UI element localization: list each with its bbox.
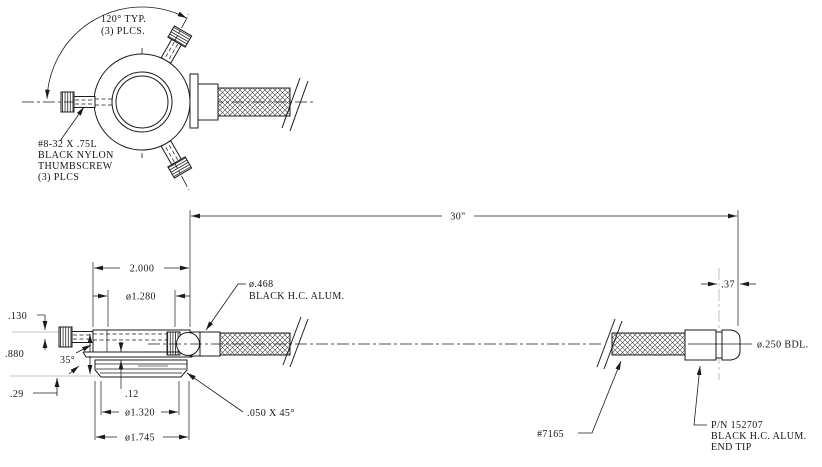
- dim-boss-width: 2.000: [130, 264, 155, 275]
- chamfer-note: .050 X 45°: [247, 408, 295, 419]
- tip-note-line1: P/N 152707: [711, 420, 763, 431]
- top-view: 120° TYP. (3) PLCS. #8-32 X .75L BLACK N…: [22, 6, 315, 191]
- chamfer-leader: [186, 372, 244, 413]
- boss-body: [197, 83, 219, 121]
- dim-dia-1320: ø1.320: [125, 408, 155, 419]
- thumbscrew-note-line2: BLACK NYLON: [38, 150, 114, 161]
- angle-leader: [75, 344, 92, 354]
- dim-dia-1745: ø1.745: [125, 433, 155, 444]
- break-line: [289, 80, 309, 132]
- break-line: [596, 318, 616, 368]
- tip-note-line3: END TIP: [711, 442, 752, 453]
- thumbscrew-note-line4: (3) PLCS: [38, 172, 79, 183]
- step-edge: [82, 351, 87, 358]
- angle-35-label: 35°: [60, 355, 75, 366]
- dim-step-12: .12: [125, 389, 139, 400]
- boss-plate: [189, 73, 199, 129]
- dim-offset-130: .130: [8, 311, 27, 322]
- ring-outer-circle: [93, 53, 191, 151]
- braid-part-number: #7165: [537, 429, 564, 440]
- dim-bore-dia: ø1.280: [126, 292, 156, 303]
- angle-leader: [68, 365, 80, 375]
- tip-leader: [693, 365, 707, 426]
- sheath-leader: [205, 283, 246, 331]
- bundle-note: ø.250 BDL.: [757, 340, 809, 351]
- end-tip-nose: [721, 329, 741, 361]
- dim-overall-length: 30": [450, 212, 465, 223]
- thumbscrew-note-line1: #8-32 X .75L: [38, 139, 97, 150]
- sheath-note-line1: ø.468: [249, 279, 274, 290]
- dim-tip-len: .37: [721, 280, 735, 291]
- break-line: [282, 316, 302, 366]
- tip-note-line2: BLACK H.C. ALUM.: [711, 431, 807, 442]
- dim-height-880: .880: [5, 349, 24, 360]
- angle-note-line1: 120° TYP.: [101, 14, 146, 25]
- angle-note-line2: (3) PLCS.: [101, 26, 145, 37]
- end-tip-groove: [715, 331, 723, 359]
- braid-leader: [578, 360, 622, 434]
- thumbscrew-note-line3: THUMBSCREW: [38, 161, 113, 172]
- braided-sheath-top: [217, 87, 291, 117]
- angle-dimension-arc: [45, 6, 187, 99]
- dim-depth-29: .29: [10, 389, 24, 400]
- end-tip-body: [684, 329, 717, 361]
- hidden-thread-lines: [95, 98, 112, 106]
- break-line: [289, 318, 309, 368]
- sheath-note-line2: BLACK H.C. ALUM.: [249, 291, 345, 302]
- thumbscrew-leader: [59, 106, 85, 142]
- break-line: [281, 77, 301, 129]
- flange-ring: [94, 359, 188, 378]
- thumbscrew-left: [60, 91, 96, 113]
- thumbscrew-side: [58, 326, 94, 348]
- braided-sheath-2: [611, 332, 686, 356]
- side-view: 30" 2.000 ø1.280 .130 .880 35° .29 .12 ø…: [5, 210, 809, 453]
